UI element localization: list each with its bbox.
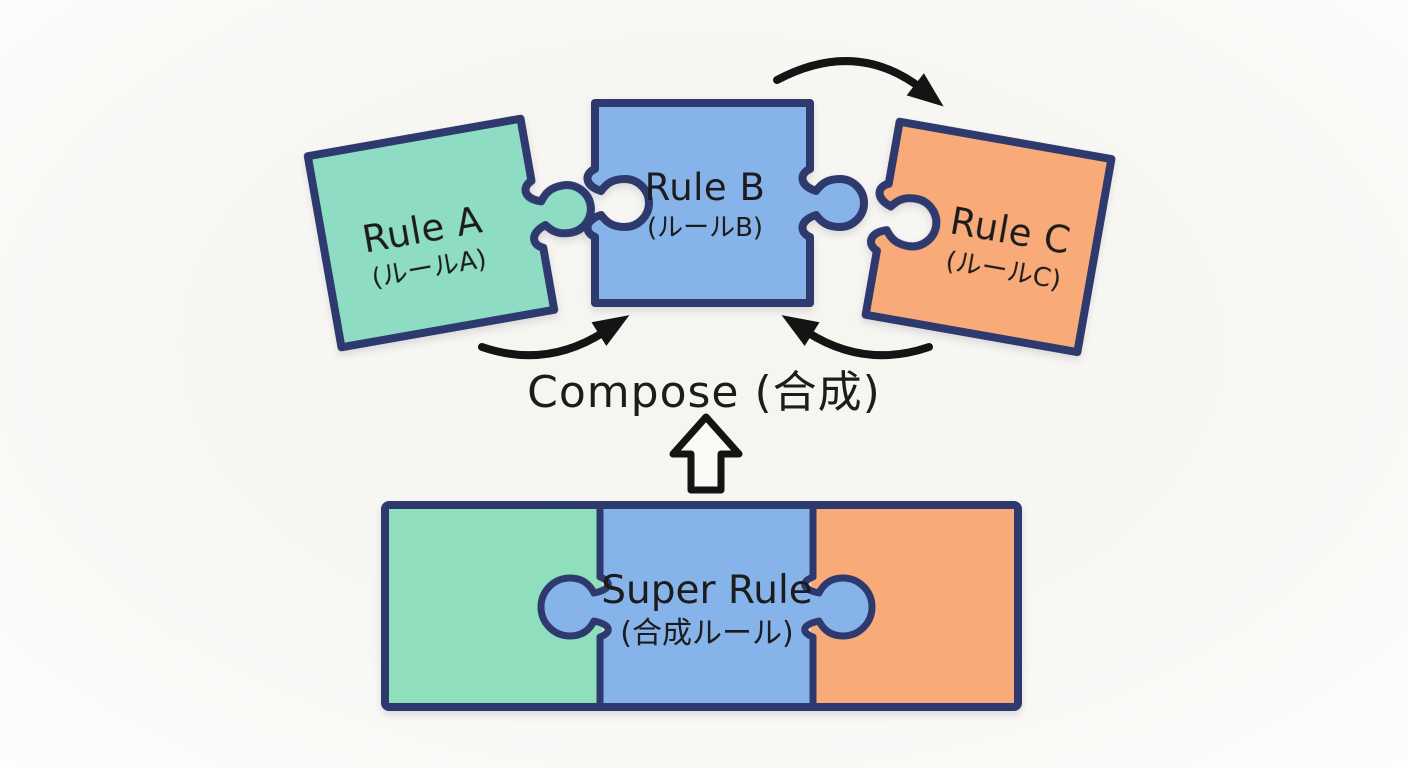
arrow-c-to-b (781, 315, 933, 360)
puzzle-piece-rule-b: Rule B (ルールB) (583, 99, 868, 307)
arrow-c-to-b-curve (803, 328, 933, 360)
super-rule-sublabel: (合成ルール) (620, 616, 793, 651)
compose-label: Compose (合成) (527, 367, 881, 418)
super-rule-label: Super Rule (601, 568, 813, 613)
arrow-b-to-c-curve (773, 57, 926, 93)
arrow-a-to-b-curve (478, 328, 608, 360)
arrow-a-to-b (478, 315, 630, 360)
arrow-b-to-c-head (906, 73, 944, 107)
rule-c-shape (861, 117, 1116, 357)
arrow-a-to-b-head (591, 315, 630, 347)
puzzle-piece-rule-a: Rule A (ルールA) (303, 114, 595, 352)
rule-a-shape (303, 114, 595, 352)
rule-b-sublabel: (ルールB) (647, 213, 763, 243)
rule-b-shape (583, 99, 868, 307)
rule-b-label: Rule B (645, 166, 766, 209)
arrow-b-to-c (773, 57, 944, 107)
super-rule-outer-border (381, 501, 1022, 711)
up-arrow-icon (669, 413, 743, 494)
puzzle-piece-rule-c: Rule C (ルールC) (861, 117, 1116, 357)
arrow-c-to-b-head (781, 315, 820, 347)
super-rule-bar: Super Rule (合成ルール) (381, 501, 1022, 711)
